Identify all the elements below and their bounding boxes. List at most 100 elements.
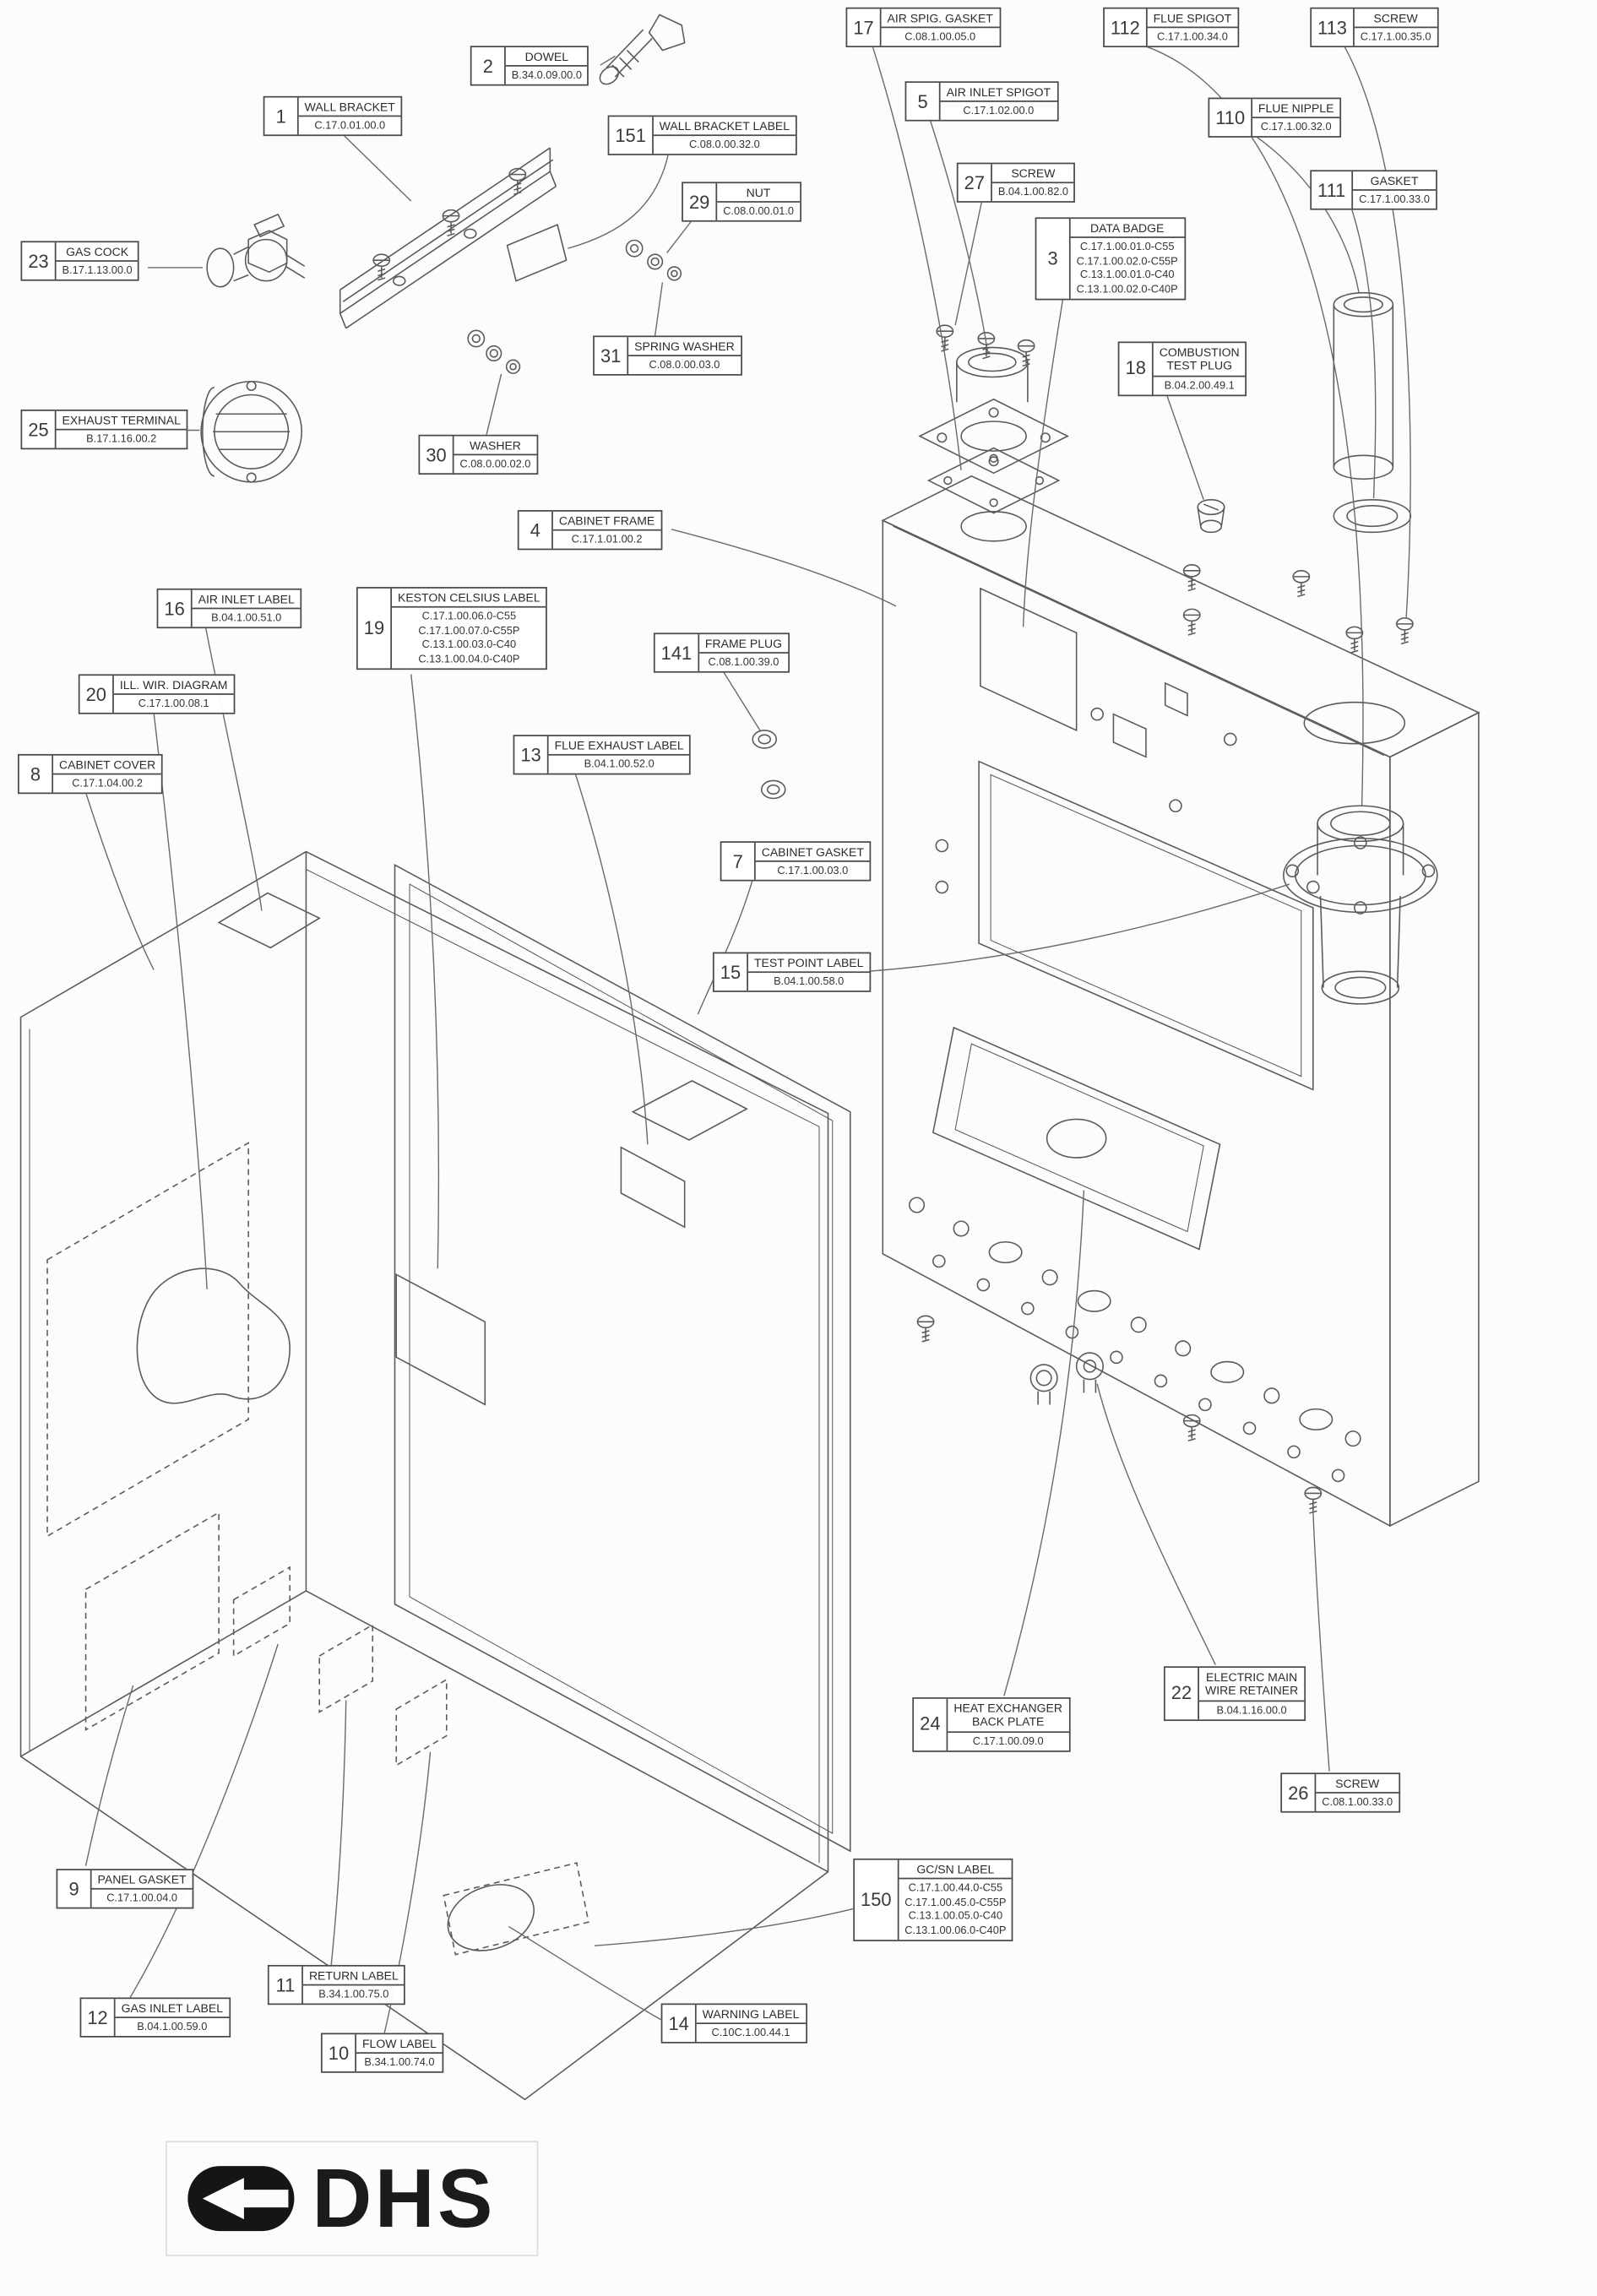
callout-number: 20 <box>80 676 114 714</box>
callout-data-badge: 3 DATA BADGE C.17.1.00.01.0-C55 C.17.1.0… <box>1035 217 1186 300</box>
part-name: GAS INLET LABEL <box>115 1999 230 2019</box>
callout-number: 141 <box>655 634 699 672</box>
callout-number: 11 <box>269 1966 303 2004</box>
callout-number: 13 <box>514 735 549 773</box>
callout-number: 12 <box>81 1999 116 2037</box>
callout-screw-113: 113 SCREW C.17.1.00.35.0 <box>1310 7 1439 48</box>
part-name: FLUE NIPPLE <box>1252 99 1340 119</box>
callout-dowel: 2 DOWEL B.34.0.09.00.0 <box>470 46 589 86</box>
part-name: GAS COCK <box>56 242 139 263</box>
part-number: C.08.0.00.32.0 <box>688 137 760 151</box>
part-number: B.04.1.00.82.0 <box>997 185 1068 198</box>
callout-flue-exhaust-label: 13 FLUE EXHAUST LABEL B.04.1.00.52.0 <box>513 735 692 775</box>
part-name: AIR INLET SPIGOT <box>940 83 1057 102</box>
part-name: SPRING WASHER <box>628 337 741 357</box>
callout-number: 8 <box>19 755 54 793</box>
callout-gas-inlet-label: 12 GAS INLET LABEL B.04.1.00.59.0 <box>79 1997 231 2038</box>
part-number: C.10C.1.00.44.1 <box>711 2025 790 2039</box>
part-name: WALL BRACKET <box>298 98 401 117</box>
callout-electric-main-wire-retainer: 22 ELECTRIC MAIN WIRE RETAINER B.04.1.16… <box>1163 1666 1306 1721</box>
part-number: B.17.1.16.00.2 <box>86 432 157 446</box>
callout-cabinet-frame: 4 CABINET FRAME C.17.1.01.00.2 <box>517 510 662 551</box>
part-name: RETURN LABEL <box>302 1967 405 1986</box>
air-spigot-gasket-sketch <box>926 447 1061 514</box>
part-name: GASKET <box>1353 171 1436 192</box>
part-name: PANEL GASKET <box>91 1870 193 1890</box>
callout-number: 23 <box>22 242 57 280</box>
callout-gas-cock: 23 GAS COCK B.17.1.13.00.0 <box>20 241 140 281</box>
part-name: SCREW <box>1316 1774 1399 1794</box>
callout-exhaust-terminal: 25 EXHAUST TERMINAL B.17.1.16.00.2 <box>20 409 188 450</box>
frame-plugs-sketch <box>752 730 786 800</box>
part-number: B.04.1.00.59.0 <box>137 2019 208 2033</box>
callout-keston-celsius-label: 19 KESTON CELSIUS LABEL C.17.1.00.06.0-C… <box>356 587 548 670</box>
part-number: B.34.1.00.74.0 <box>364 2054 435 2069</box>
callout-number: 17 <box>847 8 882 46</box>
callout-number: 1 <box>264 97 299 135</box>
callout-number: 9 <box>57 1870 92 1908</box>
part-number: C.17.1.00.04.0 <box>106 1891 178 1905</box>
part-number: C.17.1.00.09.0 <box>972 1734 1044 1748</box>
callout-number: 27 <box>959 164 992 202</box>
logo-text: DHS <box>312 2151 496 2244</box>
callout-number: 24 <box>914 1698 948 1750</box>
callout-number: 3 <box>1036 219 1071 298</box>
part-number: B.04.2.00.49.1 <box>1164 377 1235 392</box>
wiring-diagram-blob <box>136 1267 291 1404</box>
callout-spring-washer: 31 SPRING WASHER C.08.0.00.03.0 <box>593 335 742 376</box>
callout-number: 31 <box>595 337 629 375</box>
callout-number: 4 <box>519 511 553 549</box>
part-number: C.08.1.00.39.0 <box>708 654 779 669</box>
gas-cock-sketch <box>206 213 306 288</box>
callout-warning-label: 14 WARNING LABEL C.10C.1.00.44.1 <box>660 2003 807 2044</box>
callout-panel-gasket: 9 PANEL GASKET C.17.1.00.04.0 <box>56 1869 194 1909</box>
part-number: B.04.1.00.51.0 <box>211 611 282 625</box>
callout-number: 16 <box>158 589 193 627</box>
callout-number: 150 <box>855 1859 899 1940</box>
nuts-spring-washers-sketch <box>625 239 682 281</box>
callout-nut: 29 NUT C.08.0.00.01.0 <box>682 182 801 222</box>
part-number: C.17.1.00.44.0-C55 C.17.1.00.45.0-C55P C… <box>904 1881 1007 1936</box>
part-number: C.17.1.01.00.2 <box>571 532 643 546</box>
flue-spigot-sketch <box>1282 805 1438 1005</box>
screw-sketches <box>916 324 1414 1514</box>
part-number: C.17.1.00.35.0 <box>1360 30 1431 43</box>
callout-gc-sn-label: 150 GC/SN LABEL C.17.1.00.44.0-C55 C.17.… <box>853 1858 1014 1941</box>
part-number: C.08.0.00.03.0 <box>649 357 720 372</box>
callout-screw-26: 26 SCREW C.08.1.00.33.0 <box>1280 1772 1400 1813</box>
callout-number: 7 <box>721 843 756 880</box>
part-name: ELECTRIC MAIN WIRE RETAINER <box>1198 1668 1305 1702</box>
data-badge-sketch <box>980 587 1078 732</box>
callout-cabinet-cover: 8 CABINET COVER C.17.1.04.00.2 <box>18 753 163 795</box>
callout-number: 26 <box>1282 1774 1317 1811</box>
callout-flue-spigot: 112 FLUE SPIGOT C.17.1.00.34.0 <box>1103 7 1239 48</box>
part-number: C.08.1.00.33.0 <box>1322 1794 1393 1809</box>
callout-number: 110 <box>1209 99 1252 137</box>
warning-label-ellipse <box>447 1884 535 1951</box>
part-number: B.04.1.00.52.0 <box>584 757 655 771</box>
part-name: AIR SPIG. GASKET <box>881 9 999 29</box>
part-number: B.04.1.16.00.0 <box>1216 1702 1287 1717</box>
callout-number: 111 <box>1312 171 1354 209</box>
callout-number: 151 <box>609 117 654 155</box>
cabinet-cover-drawing <box>19 850 851 2101</box>
callout-frame-plug: 141 FRAME PLUG C.08.1.00.39.0 <box>653 632 790 673</box>
part-name: WASHER <box>454 437 537 456</box>
part-number: B.04.1.00.58.0 <box>774 974 845 988</box>
callout-number: 22 <box>1165 1668 1199 1719</box>
part-name: FRAME PLUG <box>698 634 789 654</box>
part-name: SCREW <box>991 164 1075 184</box>
part-number: C.08.0.00.01.0 <box>723 204 795 218</box>
callout-cabinet-gasket: 7 CABINET GASKET C.17.1.00.03.0 <box>720 841 872 882</box>
callout-heat-exchanger-back-plate: 24 HEAT EXCHANGER BACK PLATE C.17.1.00.0… <box>912 1697 1070 1752</box>
callout-number: 19 <box>358 588 392 668</box>
callout-air-inlet-label: 16 AIR INLET LABEL B.04.1.00.51.0 <box>156 588 302 629</box>
callout-number: 2 <box>472 47 506 84</box>
part-number: C.17.1.00.33.0 <box>1359 192 1430 206</box>
callout-number: 5 <box>906 83 941 120</box>
part-name: ILL. WIR. DIAGRAM <box>113 676 234 696</box>
part-name: FLOW LABEL <box>356 2034 443 2054</box>
part-name: GC/SN LABEL <box>899 1860 1013 1880</box>
callout-gasket-111: 111 GASKET C.17.1.00.33.0 <box>1310 170 1437 210</box>
small-parts-drawings <box>200 14 786 800</box>
